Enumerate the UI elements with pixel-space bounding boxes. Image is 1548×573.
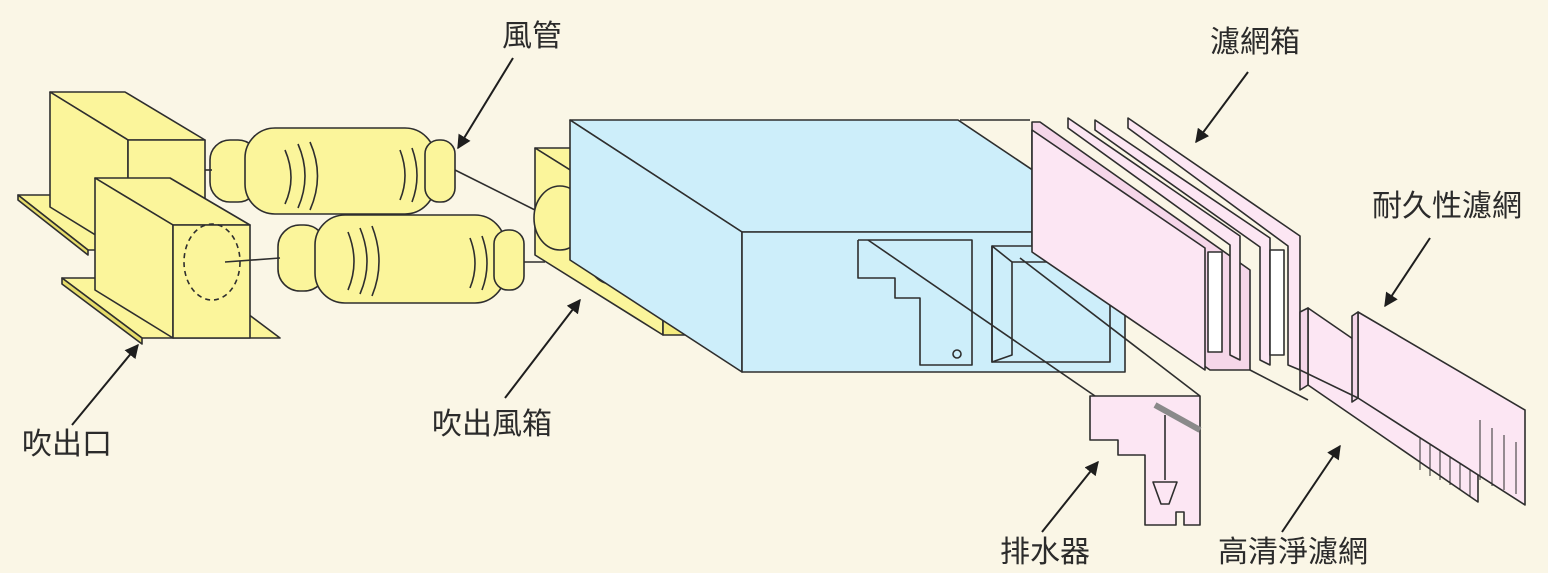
filter-box: [1031, 117, 1301, 371]
arrow-blow-box: [504, 298, 581, 399]
label-durable-filter: 耐久性濾網: [1372, 189, 1522, 224]
label-blow-box: 吹出風箱: [432, 407, 552, 442]
outlet-lower: [61, 177, 281, 345]
arrow-outlet: [71, 343, 139, 426]
label-filter-box: 濾網箱: [1210, 25, 1300, 60]
main-unit: [569, 119, 1126, 373]
label-drain: 排水器: [1000, 535, 1090, 570]
label-hepa-filter: 高清淨濾網: [1218, 535, 1368, 570]
arrow-drain: [1041, 460, 1099, 533]
duct-connector-lines: [205, 169, 546, 263]
arrow-hepa: [1281, 444, 1341, 533]
arrow-duct: [457, 57, 514, 150]
label-duct: 風管: [502, 19, 562, 54]
arrow-durable-filter: [1384, 237, 1431, 308]
label-outlet: 吹出口: [22, 427, 112, 462]
drain: [1089, 395, 1202, 526]
duct-upper: [209, 127, 456, 215]
arrow-filter-box: [1195, 71, 1249, 144]
durable-filter: [1351, 311, 1526, 506]
duct-lower: [277, 214, 525, 304]
leader-arrows: [71, 57, 1431, 533]
